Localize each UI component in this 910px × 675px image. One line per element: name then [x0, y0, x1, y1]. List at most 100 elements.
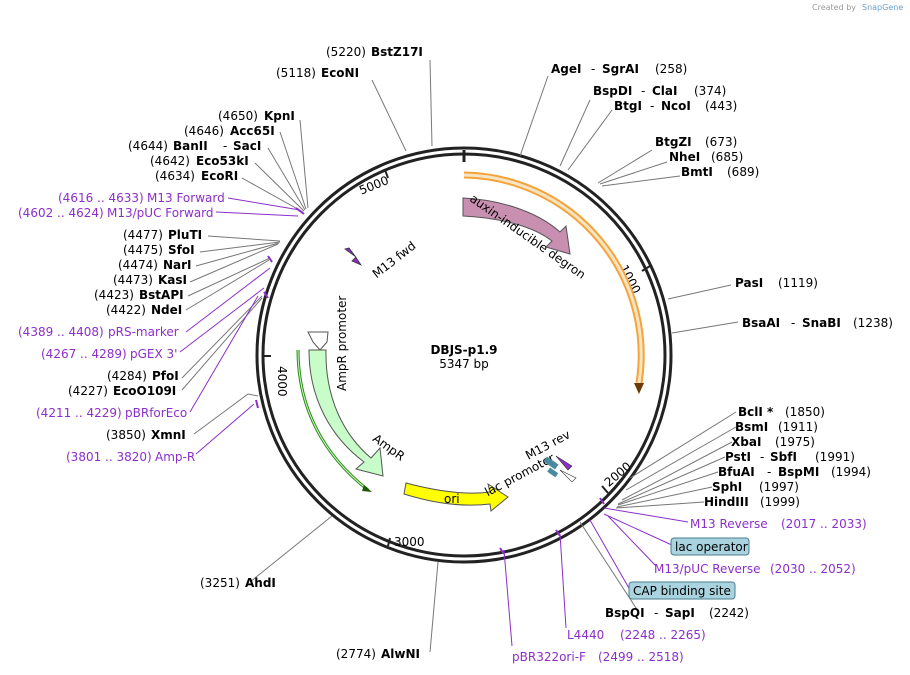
- site-banii-pos: (4644): [128, 139, 168, 153]
- site-bfuai-sep: -: [767, 465, 771, 479]
- primer-prsmarker[interactable]: pRS-marker: [108, 325, 179, 339]
- site-bsaai-pos: (1238): [853, 316, 893, 330]
- site-xbai[interactable]: XbaI: [731, 435, 761, 449]
- site-bfuai-pos: (1994): [831, 465, 871, 479]
- site-pasi[interactable]: PasI: [735, 276, 763, 290]
- site-snabi[interactable]: SnaBI: [802, 316, 841, 330]
- site-bspdi-pos: (374): [694, 84, 726, 98]
- site-nhei[interactable]: NheI: [669, 150, 700, 164]
- site-agei-sep: -: [591, 62, 595, 76]
- site-bstz17i[interactable]: BstZ17I: [371, 45, 423, 59]
- site-bspqi[interactable]: BspQI: [605, 606, 645, 620]
- site-bsmi[interactable]: BsmI: [735, 420, 768, 434]
- primer-m13reverse[interactable]: M13 Reverse: [690, 517, 768, 531]
- tick-5000-mark: [384, 169, 389, 179]
- site-econi[interactable]: EcoNI: [321, 66, 359, 80]
- site-eco53ki-pos: (4642): [150, 154, 190, 168]
- cap-site-box[interactable]: CAP binding site: [628, 581, 736, 600]
- site-sgrai[interactable]: SgrAI: [602, 62, 639, 76]
- site-pluti-pos: (4477): [123, 228, 163, 242]
- primer-l4440[interactable]: L4440: [567, 628, 604, 642]
- site-alwni[interactable]: AlwNI: [381, 647, 420, 661]
- tick-3000-mark: [387, 537, 391, 547]
- m13-fwd-feature: M13 fwd: [344, 239, 419, 281]
- site-ndei[interactable]: NdeI: [151, 303, 182, 317]
- lac-operator-label: lac operator: [675, 540, 748, 554]
- site-sfoi[interactable]: SfoI: [168, 243, 195, 257]
- amp-promoter-label: AmpR promoter: [335, 296, 349, 391]
- site-pfoi[interactable]: PfoI: [152, 369, 179, 383]
- site-acc65i-pos: (4646): [184, 124, 224, 138]
- site-xmni-pos: (3850): [106, 428, 146, 442]
- site-bfuai[interactable]: BfuAI: [718, 465, 755, 479]
- site-pluti[interactable]: PluTI: [168, 228, 202, 242]
- site-ndei-pos: (4422): [106, 303, 146, 317]
- site-btgzi[interactable]: BtgZI: [655, 135, 692, 149]
- site-sphi-pos: (1997): [759, 480, 799, 494]
- site-bsaai[interactable]: BsaAI: [742, 316, 780, 330]
- site-bsmi-pos: (1911): [778, 420, 818, 434]
- site-psti-sep: -: [760, 450, 764, 464]
- site-eco0109i[interactable]: EcoO109I: [113, 384, 176, 398]
- site-ecori-pos: (4634): [155, 169, 195, 183]
- site-agei[interactable]: AgeI: [551, 62, 581, 76]
- site-bspdi[interactable]: BspDI: [593, 84, 632, 98]
- site-pfoi-pos: (4284): [107, 369, 147, 383]
- site-ncoi[interactable]: NcoI: [661, 99, 691, 113]
- site-bspqi-sep: -: [654, 606, 658, 620]
- lac-operator-box[interactable]: lac operator: [670, 537, 750, 556]
- ori-feature: ori: [403, 482, 509, 512]
- primer-pbr322ori[interactable]: pBR322ori-F: [512, 650, 586, 664]
- site-btgi[interactable]: BtgI: [614, 99, 642, 113]
- site-sbfi[interactable]: SbfI: [770, 450, 797, 464]
- primer-m13pucreverse[interactable]: M13/pUC Reverse: [654, 562, 761, 576]
- site-clai[interactable]: ClaI: [652, 84, 677, 98]
- tick-2000-mark: [601, 485, 609, 494]
- site-hindiii[interactable]: HindIII: [704, 495, 749, 509]
- site-bspdi-sep: -: [641, 84, 645, 98]
- site-eco53ki[interactable]: Eco53kI: [196, 154, 249, 168]
- site-ecori[interactable]: EcoRI: [201, 169, 238, 183]
- site-nari[interactable]: NarI: [163, 258, 192, 272]
- site-sapi[interactable]: SapI: [665, 606, 695, 620]
- primer-m13pucforward[interactable]: M13/pUC Forward: [107, 206, 214, 220]
- ampr-feature: AmpR: [296, 349, 407, 492]
- primer-pbrforeco-pos: (4211 .. 4229): [36, 406, 122, 420]
- amp-promoter-feature: AmpR promoter: [307, 296, 349, 391]
- primer-leader-lines: [179, 197, 689, 647]
- primer-pbrforeco[interactable]: pBRforEco: [125, 406, 187, 420]
- site-kpni[interactable]: KpnI: [264, 109, 295, 123]
- site-agei-pos: (258): [655, 62, 687, 76]
- site-ahdi[interactable]: AhdI: [245, 576, 276, 590]
- site-kasi[interactable]: KasI: [158, 273, 187, 287]
- tick-1000-mark: [641, 265, 651, 272]
- primer-pgex3[interactable]: pGEX 3': [130, 347, 177, 361]
- primer-ampr[interactable]: Amp-R: [155, 450, 195, 464]
- primer-l4440-pos: (2248 .. 2265): [620, 628, 706, 642]
- tick-5000: 5000: [357, 173, 391, 197]
- site-bstz17i-pos: (5220): [326, 45, 366, 59]
- site-xbai-pos: (1975): [775, 435, 815, 449]
- m13-fwd-label: M13 fwd: [370, 239, 419, 281]
- primer-pgex3-pos: (4267 .. 4289): [41, 347, 127, 361]
- site-banii[interactable]: BanII: [173, 139, 208, 153]
- lac-region-marks: [543, 455, 577, 483]
- site-acc65i[interactable]: Acc65I: [230, 124, 275, 138]
- site-sfoi-pos: (4475): [123, 243, 163, 257]
- credit-brand: SnapGene: [862, 3, 903, 12]
- site-bstapi[interactable]: BstAPI: [139, 288, 184, 302]
- site-psti[interactable]: PstI: [725, 450, 751, 464]
- site-econi-pos: (5118): [276, 66, 316, 80]
- site-bspqi-pos: (2242): [709, 606, 749, 620]
- site-bspmi[interactable]: BspMI: [778, 465, 819, 479]
- site-sphi[interactable]: SphI: [712, 480, 742, 494]
- site-saci[interactable]: SacI: [233, 139, 261, 153]
- ori-label: ori: [444, 492, 460, 506]
- site-ahdi-pos: (3251): [200, 576, 240, 590]
- primer-m13forward[interactable]: M13 Forward: [147, 191, 225, 205]
- degron-feature: auxin-inducible degron: [462, 191, 588, 282]
- site-bmti[interactable]: BmtI: [681, 165, 713, 179]
- site-xmni[interactable]: XmnI: [151, 428, 186, 442]
- site-bcli[interactable]: BclI *: [738, 405, 774, 419]
